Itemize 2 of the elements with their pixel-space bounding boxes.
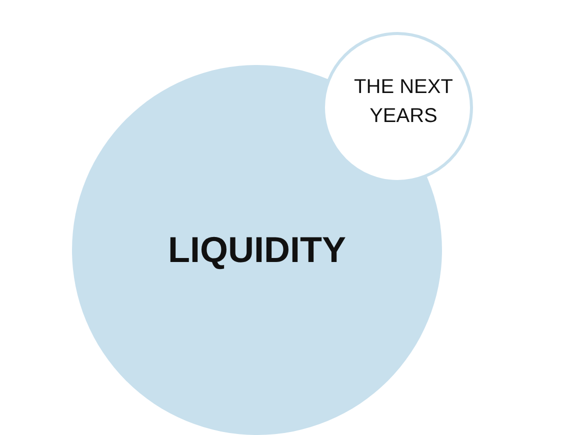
node-label: THE NEXT YEARS [353, 74, 454, 128]
node-label: LIQUIDITY [168, 229, 346, 271]
